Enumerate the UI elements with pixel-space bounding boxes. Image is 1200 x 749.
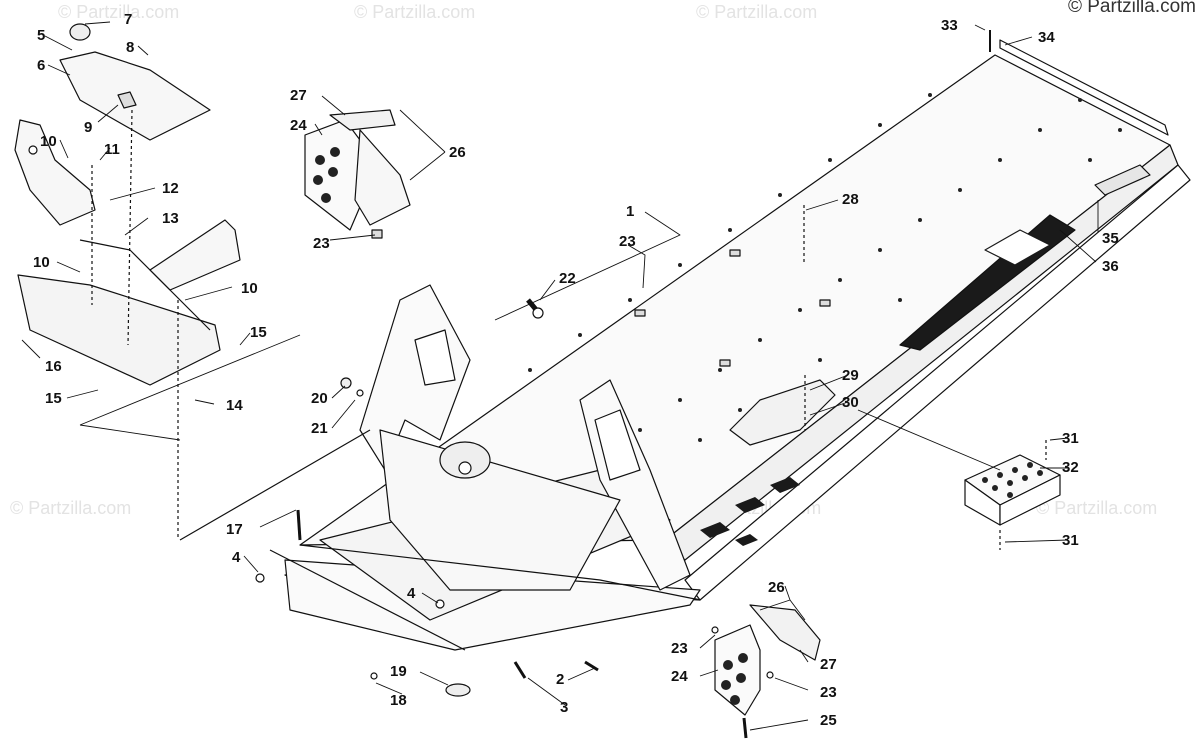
callout-23: 23 [820,684,837,701]
callout-10: 10 [33,254,50,271]
callout-11: 11 [104,141,120,158]
callout-32: 32 [1062,459,1079,476]
callout-13: 13 [162,210,179,227]
part-22-bolt [526,298,544,319]
watermark: © Partzilla.com [1036,498,1158,518]
copyright-notice: © Partzilla.com [1067,0,1196,17]
callout-27: 27 [820,656,837,673]
callout-3: 3 [560,699,569,716]
callout-29: 29 [842,367,859,384]
callout-26: 26 [768,579,785,596]
callout-30: 30 [842,394,859,411]
callout-19: 19 [390,663,407,680]
callout-20: 20 [311,390,328,407]
callout-9: 9 [84,119,93,136]
callout-24: 24 [290,117,307,134]
callout-4: 4 [407,585,416,602]
callout-26: 26 [449,144,466,161]
front-bumper-group [14,23,371,541]
callout-1: 1 [626,203,635,220]
upper-skid-group [304,109,411,239]
callout-12: 12 [162,180,179,197]
watermark: © Partzilla.com [10,498,132,518]
callout-17: 17 [226,521,243,538]
watermark: © Partzilla.com [696,2,818,22]
callout-23: 23 [313,235,330,252]
front-bolts [255,509,599,697]
watermark: © Partzilla.com [354,2,476,22]
callout-5: 5 [37,27,46,44]
callout-31: 31 [1062,430,1079,447]
callout-25: 25 [820,712,837,729]
callout-23: 23 [619,233,636,250]
callout-35: 35 [1102,230,1119,247]
callout-23: 23 [671,640,688,657]
callout-16: 16 [45,358,62,375]
callout-18: 18 [390,692,407,709]
callout-14: 14 [226,397,243,414]
callout-10: 10 [40,133,57,150]
watermark: © Partzilla.com [58,2,180,22]
callout-34: 34 [1038,29,1055,46]
callout-33: 33 [941,17,958,34]
tunnel-assembly [269,39,1191,651]
callout-15: 15 [250,324,267,341]
hitch-plate [964,440,1061,550]
callout-4: 4 [232,549,241,566]
callout-10: 10 [241,280,258,297]
callout-8: 8 [126,39,135,56]
callout-21: 21 [311,420,328,437]
callout-15: 15 [45,390,62,407]
callout-27: 27 [290,87,307,104]
callout-2: 2 [556,671,565,688]
callout-6: 6 [37,57,46,74]
callout-22: 22 [559,270,576,287]
callout-7: 7 [124,11,133,28]
rear-bracket [729,205,836,446]
callout-31: 31 [1062,532,1079,549]
callout-24: 24 [671,668,688,685]
lower-skid-group [711,604,821,739]
callout-36: 36 [1102,258,1119,275]
callout-28: 28 [842,191,859,208]
